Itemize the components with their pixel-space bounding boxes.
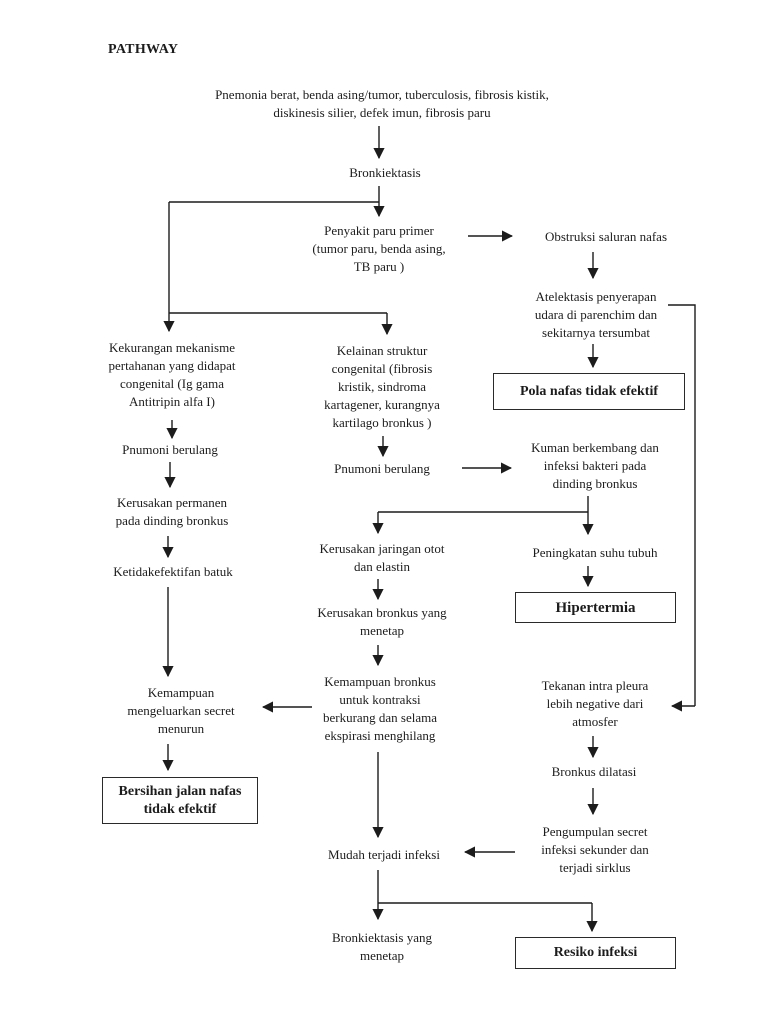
node-kerusakan-bronkus-menetap: Kerusakan bronkus yang menetap <box>317 605 447 638</box>
node-ketidakefektifan-batuk: Ketidakefektifan batuk <box>113 564 233 579</box>
diagnosis-box-resiko-infeksi: Resiko infeksi <box>515 937 676 969</box>
diagnosis-box-pola-nafas-tidak-efektif: Pola nafas tidak efektif <box>493 373 685 410</box>
diagnosis-box-hipertermia: Hipertermia <box>515 592 676 623</box>
page-title: PATHWAY <box>108 42 179 57</box>
node-bronkiektasis: Bronkiektasis <box>349 165 421 180</box>
box-label: Pola nafas tidak efektif <box>519 383 659 399</box>
node-kelainan-struktur: Kelainan struktur congenital (fibrosis k… <box>324 343 440 430</box>
node-pnumoni-berulang-tengah: Pnumoni berulang <box>334 461 430 476</box>
node-mudah-terjadi-infeksi: Mudah terjadi infeksi <box>328 847 440 862</box>
node-kuman-berkembang: Kuman berkembang dan infeksi bakteri pad… <box>531 440 659 491</box>
node-kekurangan-mekanisme: Kekurangan mekanisme pertahanan yang did… <box>108 340 236 409</box>
box-label: Resiko infeksi <box>553 945 638 960</box>
node-obstruksi-saluran-nafas: Obstruksi saluran nafas <box>544 229 668 244</box>
box-label: Hipertermia <box>555 599 636 616</box>
node-pengumpulan-secret: Pengumpulan secret infeksi sekunder dan … <box>541 824 649 875</box>
node-kemampuan-bronkus: Kemampuan bronkus untuk kontraksi berkur… <box>322 674 438 743</box>
node-atelektasis: Atelektasis penyerapan udara di parenchi… <box>534 289 658 340</box>
node-bronkiektasis-menetap: Bronkiektasis yang menetap <box>331 930 432 963</box>
node-kemampuan-mengeluarkan-secret: Kemampuan mengeluarkan secret menurun <box>127 685 235 736</box>
node-peningkatan-suhu-tubuh: Peningkatan suhu tubuh <box>532 545 658 560</box>
node-tekanan-intra-pleura: Tekanan intra pleura lebih negative dari… <box>541 678 649 729</box>
node-pnumoni-berulang-kiri: Pnumoni berulang <box>122 442 218 457</box>
node-kerusakan-permanen: Kerusakan permanen pada dinding bronkus <box>115 495 229 528</box>
box-label: Bersihan jalan nafas tidak efektif <box>118 783 242 817</box>
node-bronkus-dilatasi: Bronkus dilatasi <box>551 764 637 779</box>
diagnosis-box-bersihan-jalan-nafas: Bersihan jalan nafas tidak efektif <box>102 777 258 824</box>
node-penyakit-paru-primer: Penyakit paru primer (tumor paru, benda … <box>312 223 446 274</box>
node-kerusakan-jaringan-otot: Kerusakan jaringan otot dan elastin <box>319 541 445 574</box>
node-pnemonia-causes: Pnemonia berat, benda asing/tumor, tuber… <box>215 87 549 120</box>
